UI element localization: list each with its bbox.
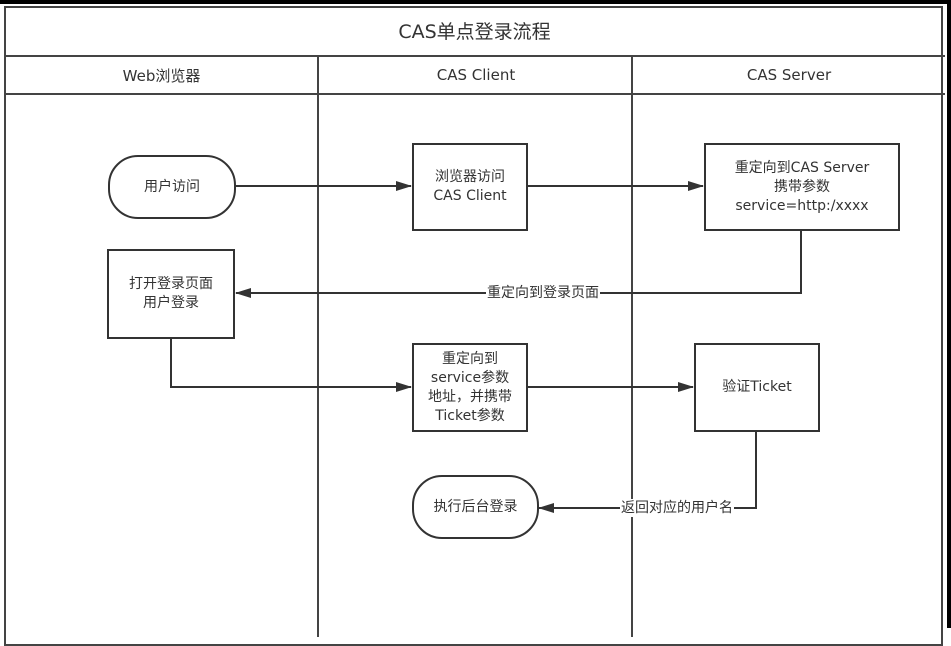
node-backend-login[interactable]: 执行后台登录 <box>412 475 539 539</box>
window-top-edge <box>0 0 951 4</box>
lane-header-server: CAS Server <box>633 57 945 95</box>
node-open-login-page[interactable]: 打开登录页面 用户登录 <box>107 249 235 339</box>
diagram-title: CAS单点登录流程 <box>4 6 945 57</box>
edge-label-redirect-login: 重定向到登录页面 <box>486 284 600 302</box>
node-redirect-service-ticket[interactable]: 重定向到 service参数 地址，并携带 Ticket参数 <box>412 343 528 432</box>
connectors <box>170 181 802 513</box>
lane-divider-browser-client <box>317 57 319 637</box>
lane-header-browser: Web浏览器 <box>4 57 319 95</box>
lane-header-client: CAS Client <box>319 57 633 95</box>
edge-label-return-username: 返回对应的用户名 <box>620 499 734 517</box>
node-user-visit[interactable]: 用户访问 <box>108 155 236 219</box>
edge-login-to-service-redirect <box>170 338 412 392</box>
window-right-edge <box>947 0 951 628</box>
lane-divider-client-server <box>631 57 633 637</box>
node-browser-visit-client[interactable]: 浏览器访问 CAS Client <box>412 143 528 231</box>
edge-validate-to-backend-login <box>538 431 757 513</box>
node-redirect-to-server[interactable]: 重定向到CAS Server 携带参数 service=http:/xxxx <box>704 143 900 231</box>
edge-server-to-login-page <box>235 230 802 298</box>
node-validate-ticket[interactable]: 验证Ticket <box>694 343 820 432</box>
